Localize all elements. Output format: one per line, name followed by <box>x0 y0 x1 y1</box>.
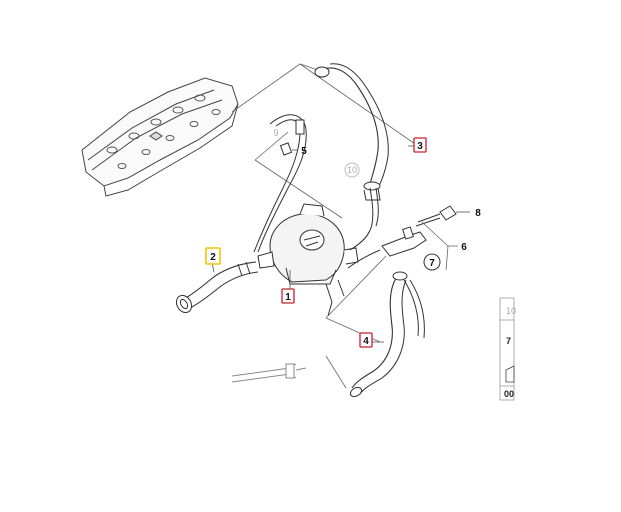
hose-part-2 <box>175 261 259 314</box>
edge-panel-mid-label: 7 <box>506 336 511 346</box>
callout-3-label: 3 <box>417 141 423 152</box>
callout-5[interactable]: 5 <box>301 146 307 157</box>
callout-8[interactable]: 8 <box>475 208 481 219</box>
callout-7[interactable]: 7 <box>429 258 435 269</box>
faint-part-10 <box>344 162 360 178</box>
callout-2[interactable]: 2 <box>205 247 221 265</box>
sensor-wire <box>349 187 379 251</box>
dipstick <box>231 363 307 383</box>
edge-panel-bottom-label: 00 <box>504 389 514 399</box>
callout-2-label: 2 <box>210 252 216 263</box>
leader-bracket-6 <box>421 221 458 271</box>
callout-10-label: 10 <box>347 165 357 175</box>
bracket-part-6 <box>347 226 427 269</box>
callout-1-label: 1 <box>285 292 291 303</box>
bolt-part-8 <box>415 205 457 227</box>
callout-9: 9 <box>273 128 278 138</box>
callout-7-label: 7 <box>429 258 435 269</box>
callout-10: 10 <box>347 165 357 175</box>
clip-part-5 <box>279 142 293 156</box>
edge-thumbnail-panel: 10 7 00 <box>499 297 516 401</box>
part-7-circle <box>423 253 441 271</box>
callout-8-label: 8 <box>475 208 481 219</box>
callout-5-label: 5 <box>301 146 307 157</box>
edge-panel-icon <box>505 365 515 383</box>
valve-cover <box>81 77 239 197</box>
hose-part-3 <box>314 63 389 201</box>
leader-dipstick <box>325 355 347 389</box>
callout-6-label: 6 <box>461 242 467 253</box>
callout-1[interactable]: 1 <box>281 288 295 304</box>
oil-separator-part-1 <box>257 203 359 317</box>
edge-panel-top-label: 10 <box>506 306 516 316</box>
hose-part-4 <box>349 271 425 398</box>
callout-4[interactable]: 4 <box>359 332 373 348</box>
callout-3[interactable]: 3 <box>413 137 427 153</box>
callout-6[interactable]: 6 <box>461 242 467 253</box>
assembly-bracket-lines <box>231 63 419 219</box>
callout-4-label: 4 <box>363 336 369 347</box>
vent-line-part-9 <box>253 114 307 253</box>
callout-9-label: 9 <box>273 128 278 138</box>
